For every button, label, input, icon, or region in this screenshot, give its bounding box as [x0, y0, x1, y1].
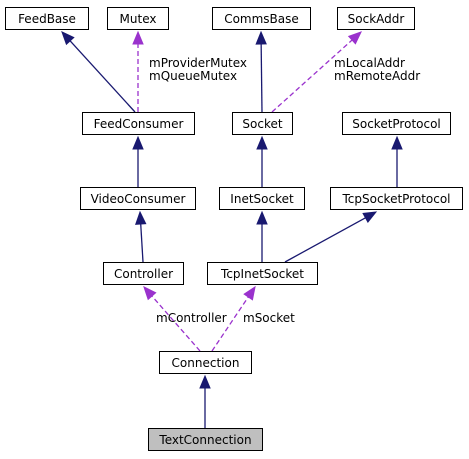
arrowhead-socketprotocol: [391, 135, 403, 150]
arrowhead-videoconsumer: [135, 210, 147, 225]
node-videoconsumer[interactable]: VideoConsumer: [80, 187, 196, 210]
node-inetsocket[interactable]: InetSocket: [219, 187, 305, 210]
node-socket[interactable]: Socket: [232, 112, 293, 135]
arrowhead-tcpinetsocket: [243, 285, 256, 301]
edge-label-mremoteaddr: mRemoteAddr: [334, 69, 421, 83]
edge-label-mprovidermutex: mProviderMutex: [149, 56, 248, 70]
node-connection[interactable]: Connection: [159, 351, 252, 374]
edge-socket-to-sockaddr: [271, 31, 362, 113]
edge-connection-to-tcpinetsocket: [211, 285, 256, 352]
node-commsbase[interactable]: CommsBase: [212, 7, 311, 30]
edge-label-mlocaladdr: mLocalAddr: [334, 56, 405, 70]
node-textconnection: TextConnection: [148, 428, 263, 451]
node-mutex[interactable]: Mutex: [107, 7, 169, 30]
edge-tcpsocketprotocol-to-socketprotocol: [391, 135, 403, 187]
arrowhead-inetsocket: [256, 210, 268, 225]
node-feedconsumer[interactable]: FeedConsumer: [82, 112, 195, 135]
arrowhead-sockaddr: [347, 31, 362, 45]
edge-connection-to-controller: [143, 286, 201, 352]
edge-feedconsumer-to-feedbase: [61, 31, 136, 113]
arrowhead-feedconsumer: [132, 135, 144, 150]
edge-videoconsumer-to-feedconsumer: [132, 135, 144, 187]
edge-label-mqueuemutex: mQueueMutex: [149, 69, 238, 83]
edge-controller-to-videoconsumer: [135, 210, 147, 263]
node-controller[interactable]: Controller: [103, 262, 184, 285]
arrowhead-socket: [256, 135, 268, 150]
edge-textconnection-to-connection: [199, 374, 211, 428]
node-socketprotocol[interactable]: SocketProtocol: [342, 112, 451, 135]
arrowhead-commsbase: [255, 30, 267, 45]
arrowhead-controller: [143, 286, 157, 301]
edge-feedconsumer-to-mutex: [132, 30, 144, 112]
node-tcpinetsocket[interactable]: TcpInetSocket: [207, 262, 318, 285]
node-tcpsocketprotocol[interactable]: TcpSocketProtocol: [330, 187, 463, 210]
edge-tcpinetsocket-to-inetsocket: [256, 210, 268, 262]
edge-inetsocket-to-socket: [256, 135, 268, 187]
edge-socket-to-commsbase: [255, 30, 267, 113]
arrowhead-connection: [199, 374, 211, 389]
arrowhead-feedbase: [61, 31, 75, 46]
node-sockaddr[interactable]: SockAddr: [337, 7, 415, 30]
node-feedbase[interactable]: FeedBase: [5, 7, 89, 30]
arrowhead-tcpsocketprotocol: [362, 211, 378, 224]
edge-tcpinetsocket-to-tcpsocketprotocol: [284, 211, 378, 263]
edge-label-mcontroller: mController: [156, 311, 227, 325]
arrowhead-mutex: [132, 30, 144, 45]
edge-label-msocket: mSocket: [243, 311, 295, 325]
